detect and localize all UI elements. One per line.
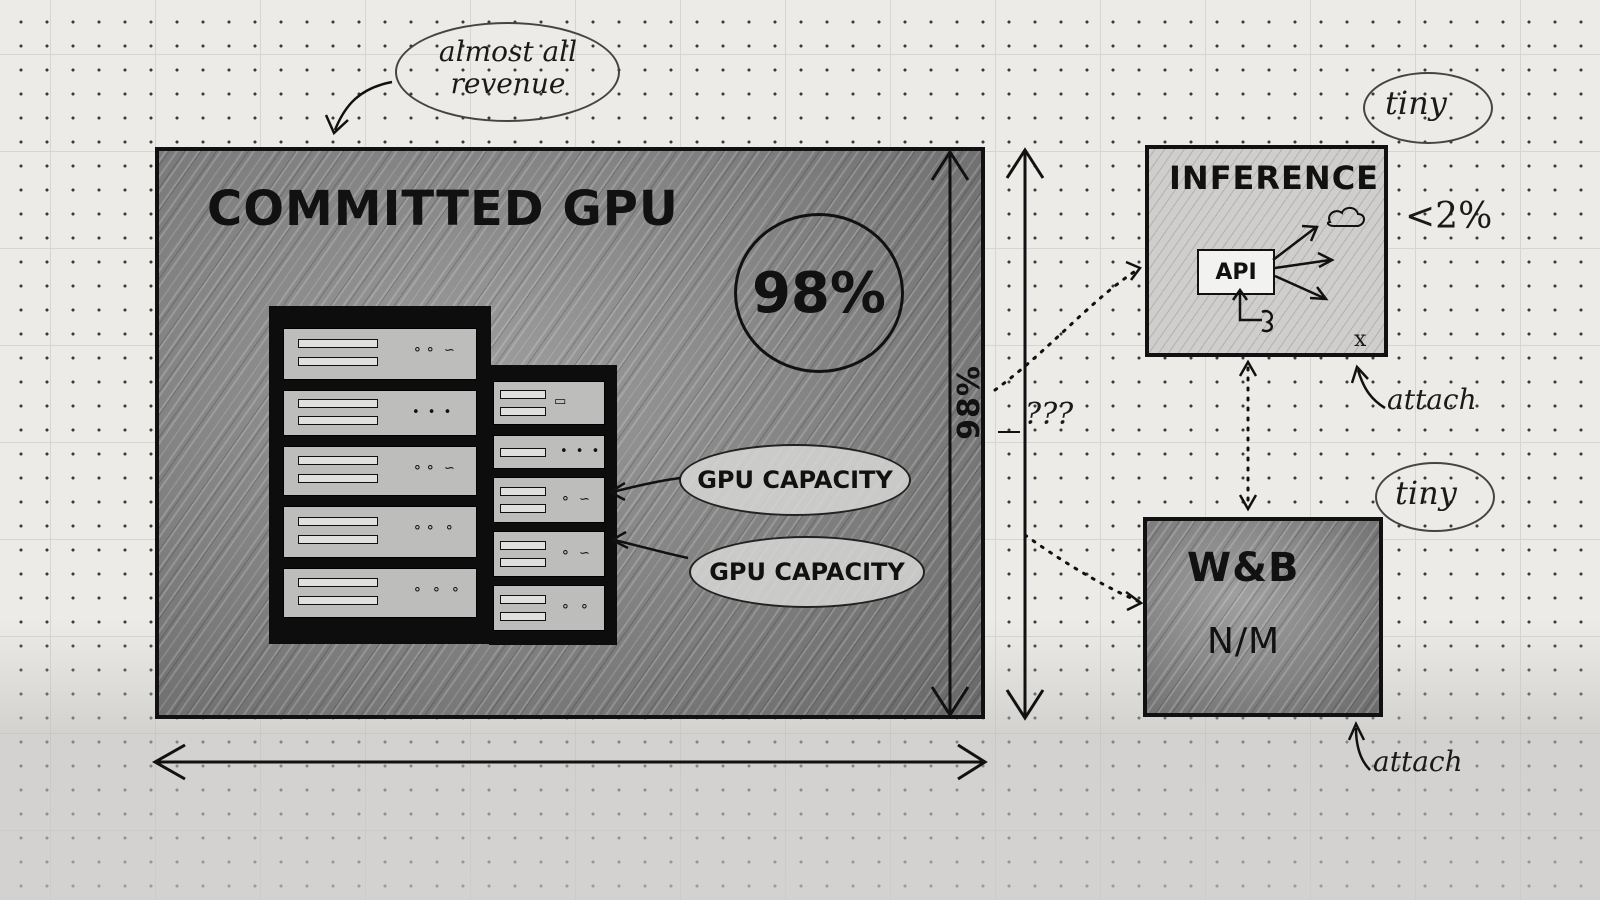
question-marks: ???: [1025, 397, 1074, 432]
revenue-annotation: almost all revenue: [438, 35, 578, 100]
inference-attach-arrow: [1356, 369, 1386, 410]
wandb-share: N/M: [1207, 621, 1281, 662]
rack-unit: ⚬ ∽: [493, 477, 605, 523]
gpu-capacity-text-1: GPU CAPACITY: [697, 466, 893, 494]
rack-unit: ⚬⚬ ⚬: [283, 506, 477, 558]
server-rack-right: ▭ • • • ⚬ ∽ ⚬ ∽ ⚬ ⚬: [489, 365, 617, 645]
rack-unit: • • •: [283, 390, 477, 436]
gpu-capacity-label-2: GPU CAPACITY: [689, 536, 925, 608]
inference-mark: x: [1354, 327, 1367, 352]
inference-attach-note: attach: [1387, 383, 1477, 416]
wandb-attach-arrow: [1354, 727, 1371, 771]
rack-unit: ▭: [493, 381, 605, 425]
rack-unit: ⚬ ∽: [493, 531, 605, 577]
dotted-connector-inference: [993, 266, 1142, 392]
dotted-connector-wandb: [1023, 533, 1142, 604]
rack-unit: ⚬⚬ ∽: [283, 328, 477, 380]
wandb-title: W&B: [1187, 545, 1300, 591]
rack-unit: ⚬⚬ ∽: [283, 446, 477, 496]
revenue-pointer-arrow: [333, 80, 393, 131]
cloud-icon: [1326, 206, 1365, 227]
api-label: API: [1215, 259, 1257, 285]
capacity-pointer-1: [611, 476, 681, 494]
server-rack-left: ⚬⚬ ∽ • • • ⚬⚬ ∽ ⚬⚬ ⚬ ⚬ ⚬ ⚬: [269, 306, 491, 644]
rack-unit: ⚬ ⚬ ⚬: [283, 568, 477, 618]
revenue-annotation-bubble: [395, 22, 620, 122]
height-arrow-inner: [930, 149, 970, 718]
committed-gpu-title: COMMITTED GPU: [207, 181, 679, 237]
wandb-tiny-note: tiny: [1395, 474, 1457, 512]
width-arrow: [151, 743, 988, 781]
rack-unit: ⚬ ⚬: [493, 585, 605, 631]
committed-percent: 98%: [751, 260, 887, 326]
wandb-tiny-bubble: [1375, 462, 1495, 532]
committed-gpu-box: COMMITTED GPU 98% ⚬⚬ ∽ • • • ⚬⚬ ∽ ⚬⚬ ⚬: [155, 147, 985, 719]
gpu-capacity-label-1: GPU CAPACITY: [679, 444, 911, 516]
capacity-pointer-2: [613, 538, 689, 560]
inference-tiny-note: tiny: [1385, 84, 1447, 122]
height-arrow-outer: [998, 147, 1045, 721]
api-block: API: [1197, 249, 1275, 295]
inference-share: <2%: [1405, 196, 1493, 237]
api-arrows: [1231, 224, 1335, 333]
gpu-capacity-text-2: GPU CAPACITY: [709, 558, 905, 586]
inference-title: INFERENCE: [1169, 159, 1380, 197]
percent-circle: 98%: [734, 213, 904, 373]
rack-unit: • • •: [493, 435, 605, 469]
inference-tiny-bubble: [1363, 72, 1493, 144]
wandb-attach-note: attach: [1373, 745, 1463, 778]
wandb-box: W&B N/M: [1143, 517, 1383, 717]
